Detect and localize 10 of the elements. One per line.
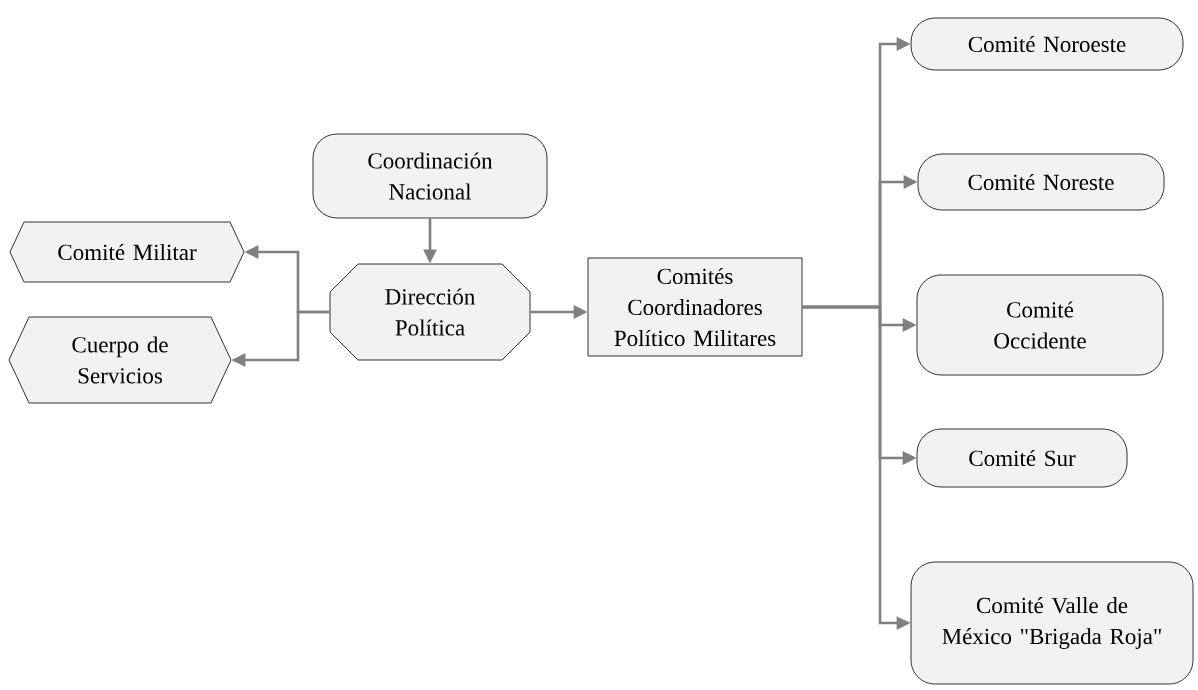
rounded-box: Comité Occidente: [916, 274, 1164, 376]
rounded-box: Comité Noroeste: [910, 17, 1184, 71]
rounded-box: Comité Noreste: [917, 153, 1165, 211]
rounded-box: Comité Sur: [916, 428, 1128, 488]
hexagon-box: Comité Militar: [9, 221, 245, 283]
hexagon-box: Cuerpo de Servicios: [8, 316, 232, 404]
process-box: Comités Coordinadores Político Militares: [587, 257, 803, 357]
rounded-box: Comité Valle de México "Brigada Roja": [910, 561, 1194, 685]
octagon-box: Dirección Política: [329, 263, 531, 361]
rounded-box: Coordinación Nacional: [312, 133, 548, 219]
